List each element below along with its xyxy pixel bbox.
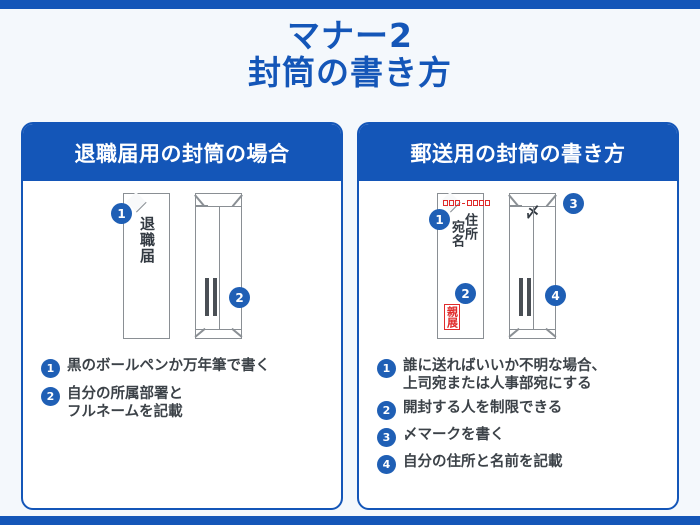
- panels-container: 退職届用の封筒の場合 退職届 1: [0, 122, 700, 510]
- list-badge: 2: [41, 387, 60, 406]
- badge-right-1: 1: [429, 209, 450, 230]
- list-badge: 4: [377, 455, 396, 475]
- badge-right-3: 3: [563, 193, 584, 214]
- list-text: 開封する人を制限できる: [403, 400, 563, 417]
- envelope-recipient-name-text: 宛名: [449, 220, 464, 248]
- list-item: 3 〆マークを書く: [377, 426, 663, 448]
- panel-header-right: 郵送用の封筒の書き方: [359, 124, 677, 181]
- list-mailing-notes: 1 誰に送ればいいか不明な場合、 上司宛または人事部宛にする 2 開封する人を制…: [359, 357, 677, 475]
- envelope-seam-line: [532, 207, 535, 329]
- list-badge: 1: [377, 359, 396, 378]
- envelope-back-mailing: 〆: [508, 193, 557, 339]
- list-item: 1 誰に送ればいいか不明な場合、 上司宛または人事部宛にする: [377, 357, 663, 393]
- panel-body-right: 住所 宛名 親展 1 2 〆: [359, 181, 677, 508]
- envelope-front-resignation: 退職届: [123, 192, 170, 339]
- flap-edge-right-icon: [545, 194, 557, 207]
- flap-edge-left-icon: [508, 194, 520, 207]
- postal-box-icon: [479, 200, 484, 206]
- list-text: 誰に送ればいいか不明な場合、 上司宛または人事部宛にする: [403, 358, 606, 393]
- sender-text-lines-icon: [519, 278, 531, 316]
- panel-resignation-envelope: 退職届用の封筒の場合 退職届 1: [21, 122, 343, 510]
- badge-right-2: 2: [455, 283, 476, 304]
- sender-text-lines-icon: [205, 278, 217, 316]
- page-title: マナー2 封筒の書き方: [0, 16, 700, 92]
- postal-code-boxes-icon: [443, 200, 490, 206]
- list-text: 〆マークを書く: [403, 427, 505, 444]
- sender-line-1-icon: [205, 278, 209, 316]
- envelope-back-resignation: [194, 193, 243, 339]
- bottom-flap-edge-left-icon: [508, 328, 520, 338]
- envelope-flap-icon: [508, 194, 557, 207]
- panel-body-left: 退職届 1: [23, 181, 341, 508]
- envelope-front-vertical-text: 退職届: [138, 216, 156, 264]
- list-item: 1 黒のボールペンか万年筆で書く: [41, 357, 327, 378]
- postal-box-icon: [467, 200, 472, 206]
- postal-box-icon: [449, 200, 454, 206]
- bottom-flap-edge-right-icon: [545, 328, 557, 338]
- envelope-seam-line: [218, 207, 221, 329]
- list-badge: 2: [377, 401, 396, 421]
- illustration-mailing-envelopes: 住所 宛名 親展 1 2 〆: [359, 181, 677, 353]
- postal-box-icon: [455, 200, 460, 206]
- flap-edge-left-icon: [194, 194, 206, 207]
- list-text: 自分の住所と名前を記載: [403, 454, 563, 471]
- panel-mailing-envelope: 郵送用の封筒の書き方 住所: [357, 122, 679, 510]
- postal-dash-icon: [462, 202, 465, 204]
- bottom-accent-bar: [0, 516, 700, 525]
- envelope-flap-icon: [194, 194, 243, 207]
- list-resignation-notes: 1 黒のボールペンか万年筆で書く 2 自分の所属部署と フルネームを記載: [23, 357, 341, 421]
- title-line-2: 封筒の書き方: [248, 52, 452, 92]
- list-item: 2 開封する人を制限できる: [377, 399, 663, 421]
- list-text: 自分の所属部署と フルネームを記載: [67, 386, 183, 421]
- envelope-bottom-flap-icon: [194, 328, 243, 338]
- postal-box-icon: [485, 200, 490, 206]
- badge-left-1: 1: [111, 203, 132, 224]
- badge-left-2: 2: [229, 287, 250, 308]
- postal-box-icon: [473, 200, 478, 206]
- sender-line-1-icon: [519, 278, 523, 316]
- flap-edge-right-icon: [231, 194, 243, 207]
- envelope-address-text: 住所: [462, 213, 477, 241]
- bottom-flap-edge-left-icon: [194, 328, 206, 338]
- sender-line-2-icon: [527, 278, 531, 316]
- top-accent-bar: [0, 0, 700, 9]
- panel-header-left: 退職届用の封筒の場合: [23, 124, 341, 181]
- envelope-bottom-flap-icon: [508, 328, 557, 338]
- postal-box-icon: [443, 200, 448, 206]
- badge-right-4: 4: [545, 285, 566, 306]
- list-text: 黒のボールペンか万年筆で書く: [67, 358, 270, 374]
- sender-line-2-icon: [213, 278, 217, 316]
- illustration-resignation-envelopes: 退職届 1: [23, 181, 341, 353]
- shinten-stamp: 親展: [444, 304, 460, 330]
- list-badge: 3: [377, 428, 396, 448]
- list-item: 2 自分の所属部署と フルネームを記載: [41, 385, 327, 421]
- bottom-flap-edge-right-icon: [231, 328, 243, 338]
- title-line-1: マナー2: [287, 16, 413, 55]
- list-badge: 1: [41, 359, 60, 378]
- list-item: 4 自分の住所と名前を記載: [377, 453, 663, 475]
